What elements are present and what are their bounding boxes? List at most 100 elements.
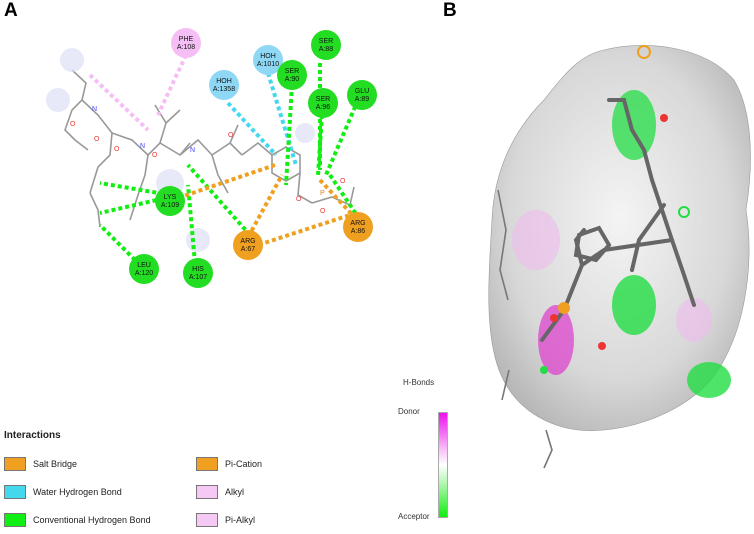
pi-cation-bond — [243, 174, 284, 244]
donor-patch — [676, 298, 712, 342]
residue-disk — [343, 212, 373, 242]
pi-cation-bond — [171, 163, 276, 202]
residue-hoh1358: HOH A:1358 — [209, 70, 239, 100]
donor-label: Donor — [398, 407, 420, 416]
nitrogen-atom-label: N — [190, 147, 195, 154]
residue-number: A:67 — [241, 246, 256, 253]
solvent-halo — [60, 48, 84, 72]
residue-ser90: SER A:90 — [277, 60, 307, 90]
residue-disk — [155, 186, 185, 216]
residue-number: A:109 — [161, 202, 179, 209]
legend-item-water-hbond: Water Hydrogen Bond — [4, 483, 122, 501]
conventional-hydrogen-bond — [99, 195, 171, 215]
residue-name: ARG — [350, 220, 365, 227]
solvent-halo — [186, 228, 210, 252]
acceptor-patch — [612, 275, 656, 335]
legend-swatch — [196, 485, 218, 499]
residue-name: LYS — [164, 194, 177, 201]
legend-swatch — [196, 513, 218, 527]
residue-his107: HIS A:107 — [183, 258, 213, 288]
residue-disk — [129, 254, 159, 284]
residue-ser96: SER A:96 — [308, 88, 338, 118]
legend-item-pi-alkyl: Pi-Alkyl — [196, 511, 255, 529]
legend-label: Conventional Hydrogen Bond — [33, 515, 151, 525]
residue-number: A:107 — [189, 274, 207, 281]
oxygen-atom-label: O — [114, 146, 120, 153]
legend-item-salt-bridge: Salt Bridge — [4, 455, 77, 473]
oxygen-atom-label: O — [296, 196, 302, 203]
residue-disk — [308, 88, 338, 118]
oxygen-atom-label: O — [320, 208, 326, 215]
oxygen-atom-label: O — [152, 152, 158, 159]
legend-swatch — [4, 485, 26, 499]
oxygen-atom-label: O — [94, 136, 100, 143]
interaction-lines — [88, 54, 362, 267]
nitrogen-atom-label: N — [92, 106, 97, 113]
acceptor-patch — [687, 362, 731, 398]
alkyl-bond — [88, 73, 150, 132]
oxygen-atom-label: O — [340, 178, 346, 185]
residue-disk — [253, 45, 283, 75]
legend-label: Pi-Alkyl — [225, 515, 256, 525]
residue-name: SER — [319, 38, 333, 45]
residue-name: HOH — [216, 78, 232, 85]
legend-swatch — [196, 457, 218, 471]
residue-name: LEU — [137, 262, 151, 269]
residue-name: HOH — [260, 53, 276, 60]
ligand-atoms: O O N N N O O O O P O O — [70, 106, 346, 215]
legend-title: Interactions — [4, 430, 61, 441]
residue-number: A:1358 — [213, 86, 235, 93]
salt-bridge-bond — [318, 178, 362, 225]
residue-nodes: PHE A:108 HOH A:1010 SER A:88 HOH A:1358… — [129, 28, 377, 288]
residue-arg67: ARG A:67 — [233, 230, 263, 260]
residue-disk — [209, 70, 239, 100]
oxygen-atom-label: O — [228, 132, 234, 139]
residue-name: SER — [316, 96, 330, 103]
residue-disk — [347, 80, 377, 110]
residue-name: SER — [285, 68, 299, 75]
interaction-diagram-2d: O O N N N O O O O P O O — [46, 28, 377, 288]
residue-number: A:89 — [355, 96, 370, 103]
phosphorus-atom-label: P — [320, 190, 325, 197]
donor-patch — [512, 210, 560, 270]
legend-item-pi-cation: Pi-Cation — [196, 455, 262, 473]
residue-number: A:108 — [177, 44, 195, 51]
hbonds-legend: H-Bonds Donor Acceptor — [398, 360, 458, 521]
legend-label: Pi-Cation — [225, 459, 263, 469]
solvent-halo — [46, 88, 70, 112]
legend-item-conventional-hbond: Conventional Hydrogen Bond — [4, 511, 151, 529]
residue-arg86: ARG A:86 — [343, 212, 373, 242]
residue-number: A:90 — [285, 76, 300, 83]
conventional-hydrogen-bond — [98, 223, 142, 267]
oxygen-atom-label: O — [70, 121, 76, 128]
donor-patch — [538, 305, 574, 375]
residue-disk — [277, 60, 307, 90]
water-hydrogen-bond — [226, 101, 278, 157]
residue-lys109: LYS A:109 — [155, 186, 185, 216]
solvent-halo — [295, 123, 315, 143]
legend-swatch — [4, 457, 26, 471]
residue-name: ARG — [240, 238, 255, 245]
panel-b-label: B — [443, 0, 457, 21]
residue-name: HIS — [192, 266, 204, 273]
hbonds-title: H-Bonds — [403, 378, 435, 387]
residue-number: A:96 — [316, 104, 331, 111]
conventional-hydrogen-bond — [99, 181, 171, 197]
ligand-atoms-3d — [540, 45, 690, 374]
surface-3d-render — [488, 45, 751, 469]
residue-name: GLU — [355, 88, 369, 95]
hbonds-gradient-bar — [438, 412, 448, 518]
nitrogen-atom-label: N — [140, 143, 145, 150]
residue-number: A:1010 — [257, 61, 279, 68]
residue-number: A:120 — [135, 270, 153, 277]
conventional-hydrogen-bond — [316, 114, 324, 176]
residue-number: A:88 — [319, 46, 334, 53]
legend-label: Alkyl — [225, 487, 245, 497]
ligand-skeleton — [64, 69, 355, 228]
acceptor-label: Acceptor — [398, 512, 430, 521]
salt-bridge-bond — [251, 213, 351, 249]
residue-ser88: SER A:88 — [311, 30, 341, 60]
residue-glu89: GLU A:89 — [347, 80, 377, 110]
conventional-hydrogen-bond — [186, 184, 197, 264]
